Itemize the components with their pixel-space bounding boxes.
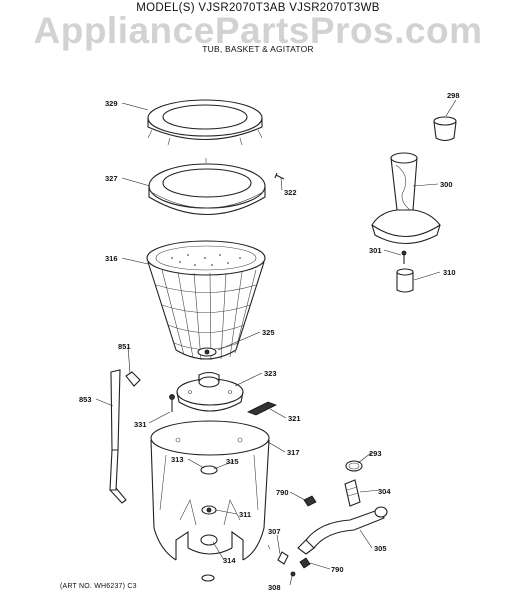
drain-hose-part[interactable] [344,479,361,507]
callout-853: 853 [79,395,92,404]
hub-mounting-plate-part[interactable] [176,371,244,412]
callout-316: 316 [105,254,118,263]
hose-clamp-part[interactable] [345,460,363,472]
coupling-part[interactable] [396,268,414,293]
screw-part[interactable] [274,172,285,180]
clip-part[interactable] [277,551,289,565]
bolt-part[interactable] [169,394,175,413]
callout-331: 331 [134,420,147,429]
clip-screw-part[interactable] [290,571,296,577]
diagram-subtitle: TUB, BASKET & AGITATOR [202,44,314,54]
callout-314: 314 [223,556,236,565]
callout-790: 790 [276,488,289,497]
art-number: (ART NO. WH6237) C3 [60,583,137,590]
watermark: AppliancePartsPros.com [33,10,483,51]
agitator-screw-part[interactable] [401,250,407,264]
callout-301: 301 [369,246,382,255]
tub-cover-part[interactable] [147,99,263,146]
callout-327: 327 [105,174,118,183]
agitator-cap-part[interactable] [433,116,457,142]
basket-holes [171,254,241,266]
leader-lines [95,99,457,586]
callout-305: 305 [374,544,387,553]
wash-basket-part[interactable] [146,240,266,361]
callout-labels: 329 298 327 322 300 316 301 310 325 851 … [79,91,460,592]
callout-321: 321 [288,414,301,423]
callout-293: 293 [369,449,382,458]
callout-851: 851 [118,342,131,351]
outer-tub-part[interactable] [150,420,271,582]
callout-790-lower: 790 [331,565,344,574]
callout-304: 304 [378,487,391,496]
balance-ring-part[interactable] [148,158,266,216]
agitator-part[interactable] [371,152,441,244]
small-clamp-part[interactable] [303,495,317,507]
callout-329: 329 [105,99,118,108]
callout-300: 300 [440,180,453,189]
callout-317: 317 [287,448,300,457]
callout-315: 315 [226,457,239,466]
suspension-rod-part[interactable] [109,369,141,504]
small-clamp-lower-part[interactable] [299,557,311,569]
callout-322: 322 [284,188,297,197]
callout-325: 325 [262,328,275,337]
pump-hose-part[interactable] [297,506,388,555]
callout-298: 298 [447,91,460,100]
callout-307: 307 [268,527,281,536]
callout-311: 311 [239,510,251,519]
model-title: MODEL(S) VJSR2070T3AB VJSR2070T3WB [136,2,380,14]
callout-310: 310 [443,268,456,277]
callout-323: 323 [264,369,277,378]
callout-313: 313 [171,455,184,464]
callout-308: 308 [268,583,281,592]
pad-part[interactable] [247,401,277,416]
